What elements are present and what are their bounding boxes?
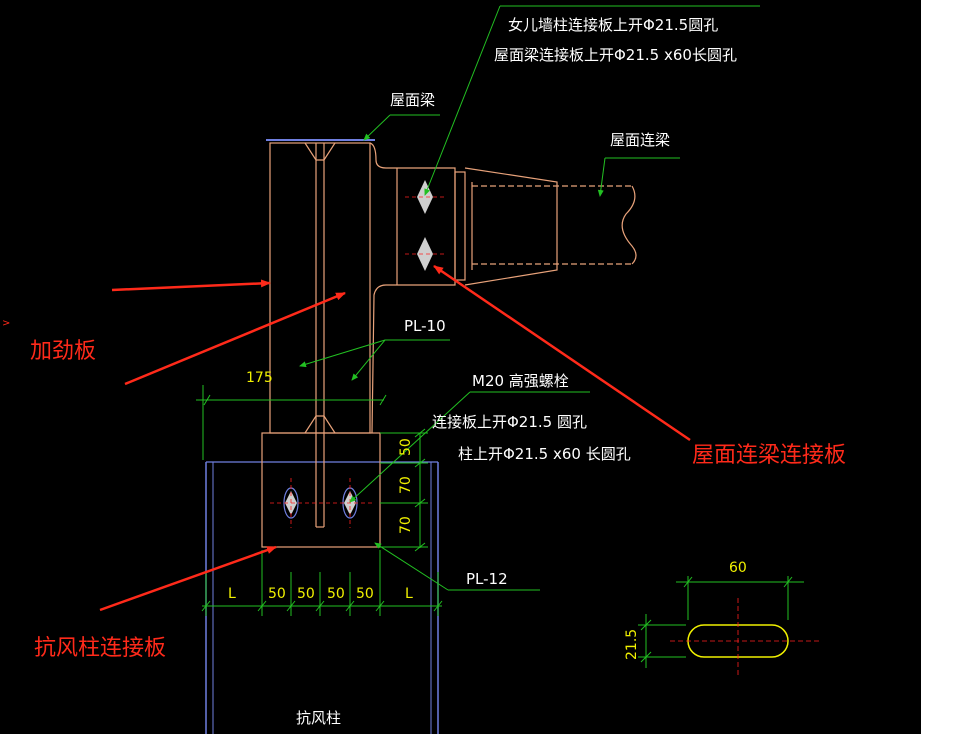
label-pl10: PL-10 bbox=[404, 317, 446, 335]
dim-slot-height: 21.5 bbox=[624, 629, 640, 660]
dim-70-a: 70 bbox=[398, 476, 414, 494]
dim-50-4: 50 bbox=[356, 586, 374, 602]
dim-50-2: 50 bbox=[297, 586, 315, 602]
label-pl12: PL-12 bbox=[466, 570, 508, 588]
dim-l-left: L bbox=[228, 586, 236, 602]
dimension-175 bbox=[196, 385, 387, 460]
slot-detail bbox=[638, 576, 822, 678]
offscreen-arrow-tip: > bbox=[2, 318, 10, 329]
dimension-vertical bbox=[380, 428, 428, 552]
leader-lines bbox=[299, 5, 760, 591]
label-wind-column: 抗风柱 bbox=[296, 709, 341, 727]
label-bolt: M20 高强螺栓 bbox=[472, 372, 569, 390]
label-roof-beam: 屋面梁 bbox=[390, 91, 435, 109]
wind-column-plate bbox=[261, 432, 381, 548]
label-roof-tie-beam: 屋面连梁 bbox=[610, 131, 670, 149]
dimension-horizontal bbox=[201, 550, 443, 616]
annotation-roof-tie-plate: 屋面连梁连接板 bbox=[692, 443, 846, 468]
roof-beam-column bbox=[266, 139, 375, 434]
note-plate-hole: 连接板上开Φ21.5 圆孔 bbox=[432, 413, 587, 431]
upper-bolts bbox=[405, 180, 445, 271]
annotation-texts: 加劲板 屋面连梁连接板 抗风柱连接板 bbox=[30, 339, 846, 661]
note-hole-2: 屋面梁连接板上开Φ21.5 x60长圆孔 bbox=[494, 46, 737, 64]
dim-50-1: 50 bbox=[268, 586, 286, 602]
dim-70-b: 70 bbox=[398, 516, 414, 534]
dim-175: 175 bbox=[246, 370, 273, 386]
dim-50-top: 50 bbox=[398, 438, 414, 456]
annotation-wind-column-plate: 抗风柱连接板 bbox=[34, 636, 166, 661]
annotation-stiffener: 加劲板 bbox=[30, 339, 96, 364]
note-hole-1: 女儿墙柱连接板上开Φ21.5圆孔 bbox=[508, 16, 718, 34]
annotation-arrows bbox=[99, 264, 691, 612]
roof-tie-beam bbox=[472, 185, 637, 265]
dimension-texts: 175 L 50 50 50 50 L 60 50 70 70 21.5 bbox=[228, 370, 747, 660]
drawing-texts: 女儿墙柱连接板上开Φ21.5圆孔 屋面梁连接板上开Φ21.5 x60长圆孔 屋面… bbox=[296, 16, 737, 727]
dim-l-right: L bbox=[405, 586, 413, 602]
drawing-background bbox=[0, 0, 921, 734]
dim-50-3: 50 bbox=[327, 586, 345, 602]
roof-tie-plate bbox=[369, 142, 558, 434]
dim-slot-width: 60 bbox=[729, 560, 747, 576]
note-column-hole: 柱上开Φ21.5 x60 长圆孔 bbox=[458, 445, 631, 463]
